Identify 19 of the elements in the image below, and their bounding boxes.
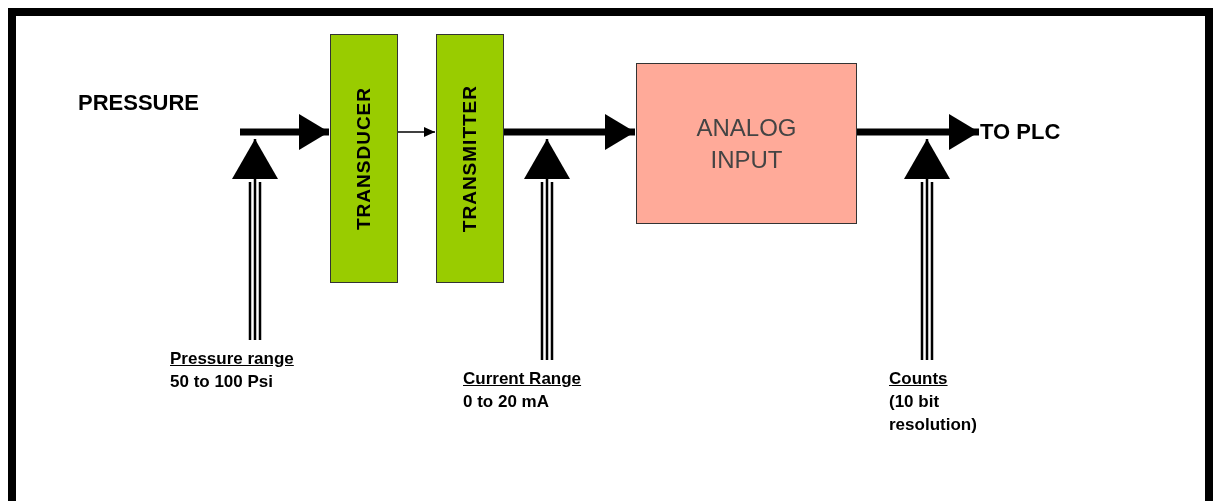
note-heading: Pressure range [170, 348, 295, 370]
transducer-box [330, 34, 398, 283]
note-heading: Current Range [463, 368, 583, 390]
box-label: ANALOG INPUT [695, 113, 798, 175]
analog-input-box [636, 63, 857, 224]
note-text: 50 to 100 Psi [170, 370, 274, 393]
triple-line-arrow [904, 137, 950, 362]
triple-line-arrow [232, 137, 278, 342]
arrow [397, 127, 436, 137]
arrow [504, 114, 635, 150]
text-label: PRESSURE [78, 90, 200, 116]
box-label: TRANSMITTER [459, 84, 481, 233]
triple-line-arrow [524, 137, 570, 362]
text-label: TO PLC [980, 119, 1061, 145]
box-label: TRANSDUCER [353, 87, 375, 230]
note-text: (10 bit resolution) [889, 390, 978, 436]
note-text: 0 to 20 mA [463, 390, 550, 413]
transmitter-box [436, 34, 504, 283]
note-heading: Counts [889, 368, 949, 390]
